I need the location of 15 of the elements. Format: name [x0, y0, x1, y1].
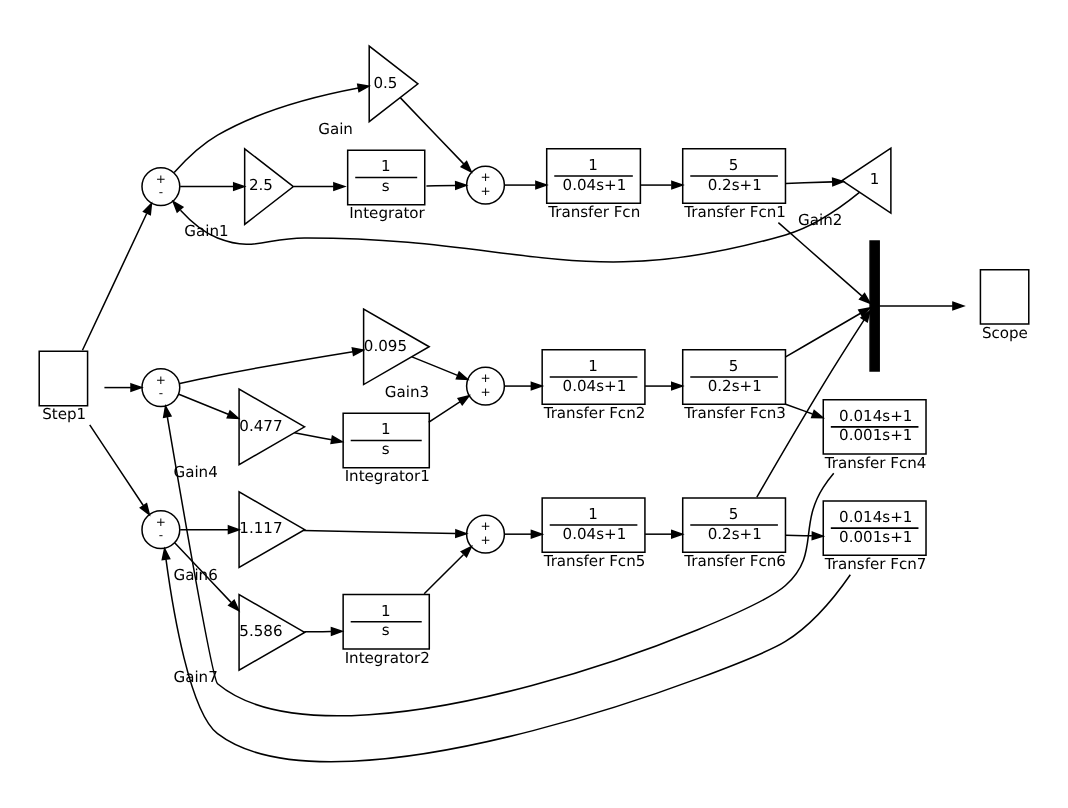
node-label: Integrator2 [344, 648, 430, 667]
node-label: Transfer Fcn [548, 202, 641, 221]
node-label: Transfer Fcn1 [684, 202, 786, 221]
node-label: Transfer Fcn4 [824, 453, 927, 472]
node-label: Transfer Fcn2 [543, 403, 646, 422]
node-label: Integrator1 [344, 467, 430, 486]
node-label: Gain [318, 119, 353, 138]
node-label: Transfer Fcn7 [824, 554, 927, 573]
node-label: Transfer Fcn5 [543, 551, 646, 570]
node-label: Gain3 [384, 382, 430, 401]
node-label: Step1 [42, 405, 87, 424]
node-label: Scope [981, 323, 1028, 342]
node-label: Integrator [349, 204, 425, 223]
node-label: Transfer Fcn6 [684, 551, 786, 570]
node-label: Transfer Fcn3 [684, 403, 786, 422]
